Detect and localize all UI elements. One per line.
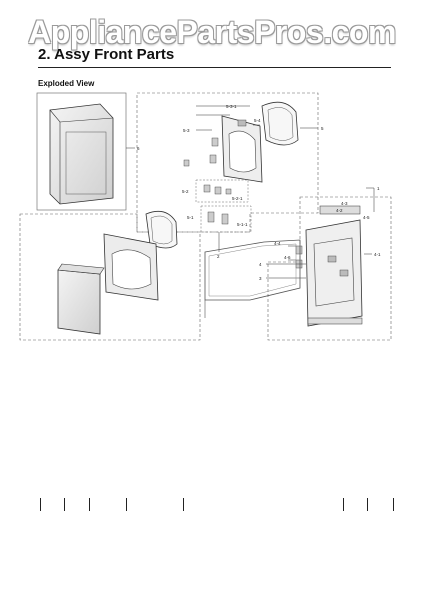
dryer-cabinet-part [36, 92, 135, 211]
footer-tick [89, 498, 90, 511]
page-footer-marks [0, 498, 424, 514]
callout-4-2: 4-2 [336, 208, 343, 213]
callout-5-4: 5-4 [254, 118, 261, 123]
front-door-panel-part [19, 210, 201, 341]
callout-2: 2 [217, 254, 220, 259]
footer-tick [393, 498, 394, 511]
callout-4-5: 4-5 [363, 215, 370, 220]
section-title: 2. Assy Front Parts [38, 46, 175, 63]
callout-5-3: 5-3 [183, 128, 190, 133]
watermark: AppliancePartsPros.com [28, 14, 396, 50]
callout-4-4: 4-4 [274, 241, 281, 246]
door-gasket-part [204, 239, 301, 318]
callout-5-2: 5-2 [182, 189, 189, 194]
footer-tick [64, 498, 65, 511]
callout-4-1: 4-1 [374, 252, 381, 257]
callout-1: 1 [377, 186, 380, 191]
footer-tick [343, 498, 344, 511]
callout-5-1-1: 5-1-1 [237, 222, 248, 227]
callout-4: 4 [259, 262, 262, 267]
callout-5-1: 5-1 [187, 215, 194, 220]
footer-tick [126, 498, 127, 511]
callout-4-6: 4-6 [284, 255, 291, 260]
callout-6: 6 [137, 146, 140, 151]
title-divider [38, 67, 391, 68]
footer-tick [367, 498, 368, 511]
callout-5-2-1: 5-2-1 [232, 196, 243, 201]
callout-3: 3 [259, 276, 262, 281]
door-set-group [136, 92, 319, 252]
footer-tick [40, 498, 41, 511]
view-label: Exploded View [38, 79, 95, 88]
callout-4-3: 4-3 [341, 201, 348, 206]
callout-5: 5 [321, 126, 324, 131]
footer-tick [183, 498, 184, 511]
callout-5-3-1: 5-3-1 [226, 104, 237, 109]
front-frame-assembly-part [266, 187, 392, 341]
